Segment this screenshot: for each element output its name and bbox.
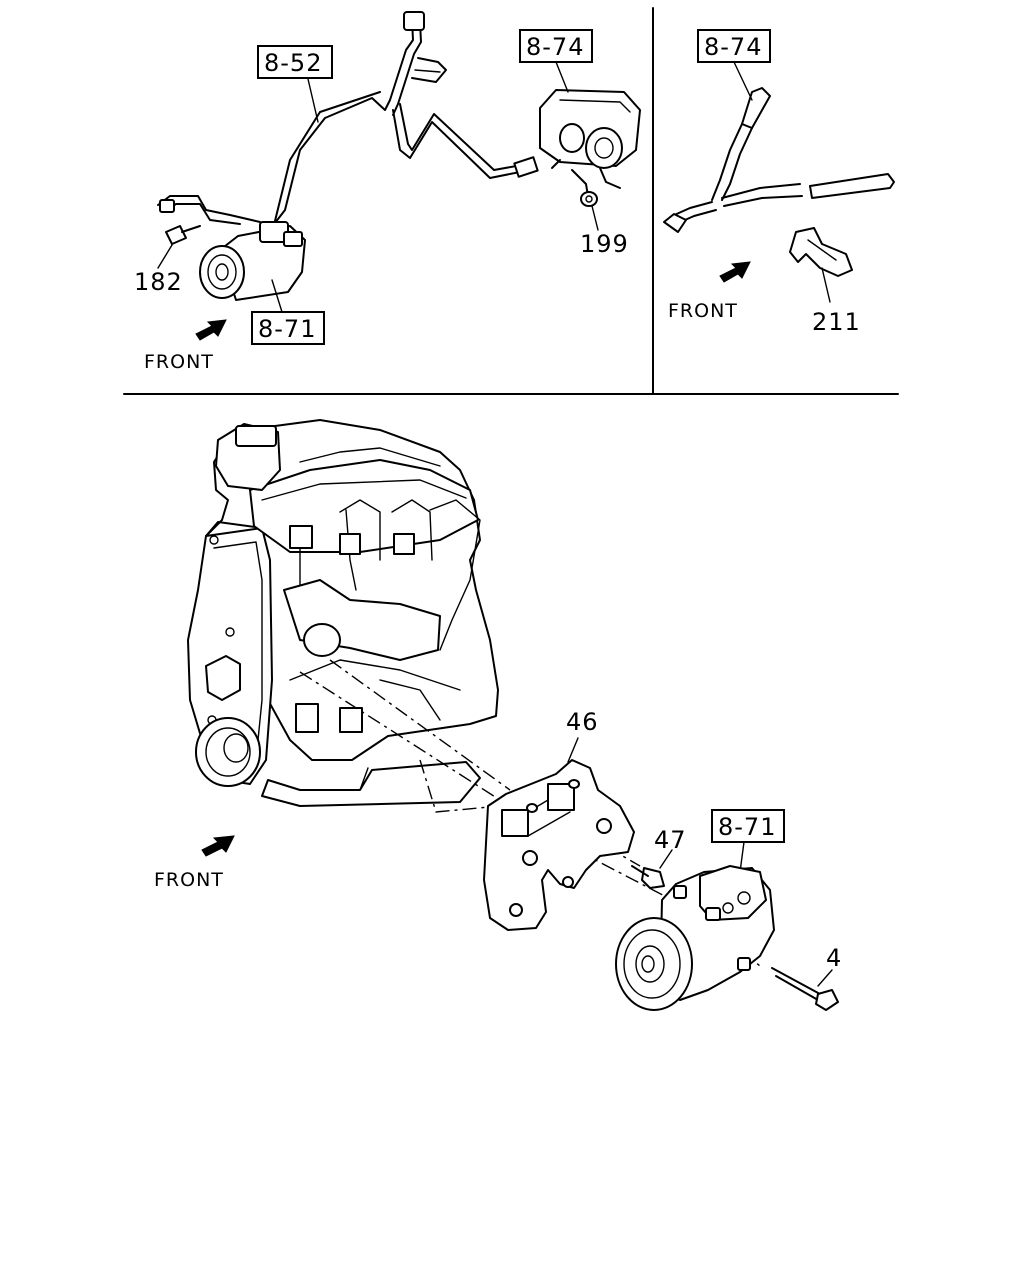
panel-dividers bbox=[123, 7, 899, 395]
clip-211 bbox=[789, 227, 853, 303]
compressor-top-left bbox=[199, 221, 306, 301]
ref-box-8-74-right[interactable]: 8-74 bbox=[697, 29, 771, 63]
callout-46: 46 bbox=[566, 708, 599, 736]
front-label-1: FRONT bbox=[144, 351, 214, 373]
callout-47: 47 bbox=[654, 826, 687, 854]
bolt-4 bbox=[771, 967, 839, 1011]
ref-label-8-74-right: 8-74 bbox=[704, 33, 762, 61]
bolt-182 bbox=[157, 225, 201, 269]
bracket-46 bbox=[483, 737, 635, 931]
front-direction-arrow-icon bbox=[201, 835, 235, 857]
ref-label-8-71-bottom: 8-71 bbox=[718, 813, 776, 841]
drain-hose-assembly bbox=[663, 87, 895, 233]
callout-182: 182 bbox=[134, 268, 183, 296]
bolt-47 bbox=[631, 849, 673, 889]
engine-block bbox=[187, 419, 499, 807]
front-label-3: FRONT bbox=[154, 869, 224, 891]
front-label-2: FRONT bbox=[668, 300, 738, 322]
ref-label-8-74-left: 8-74 bbox=[526, 33, 584, 61]
ref-box-8-71-bottom[interactable]: 8-71 bbox=[711, 809, 785, 843]
compressor-bottom bbox=[615, 865, 775, 1011]
ref-box-8-71-top[interactable]: 8-71 bbox=[251, 311, 325, 345]
ref-label-8-71-top: 8-71 bbox=[258, 315, 316, 343]
callout-199: 199 bbox=[580, 230, 629, 258]
front-direction-arrow-icon bbox=[719, 261, 751, 283]
ref-label-8-52: 8-52 bbox=[264, 49, 322, 77]
nut-199 bbox=[580, 191, 599, 231]
refrigerant-hose-assembly bbox=[157, 11, 539, 233]
callout-211: 211 bbox=[812, 308, 861, 336]
receiver-drier-unit bbox=[539, 89, 641, 197]
ref-box-8-74-left[interactable]: 8-74 bbox=[519, 29, 593, 63]
front-direction-arrow-icon bbox=[195, 319, 227, 341]
callout-4: 4 bbox=[826, 944, 842, 972]
ref-box-8-52[interactable]: 8-52 bbox=[257, 45, 333, 79]
